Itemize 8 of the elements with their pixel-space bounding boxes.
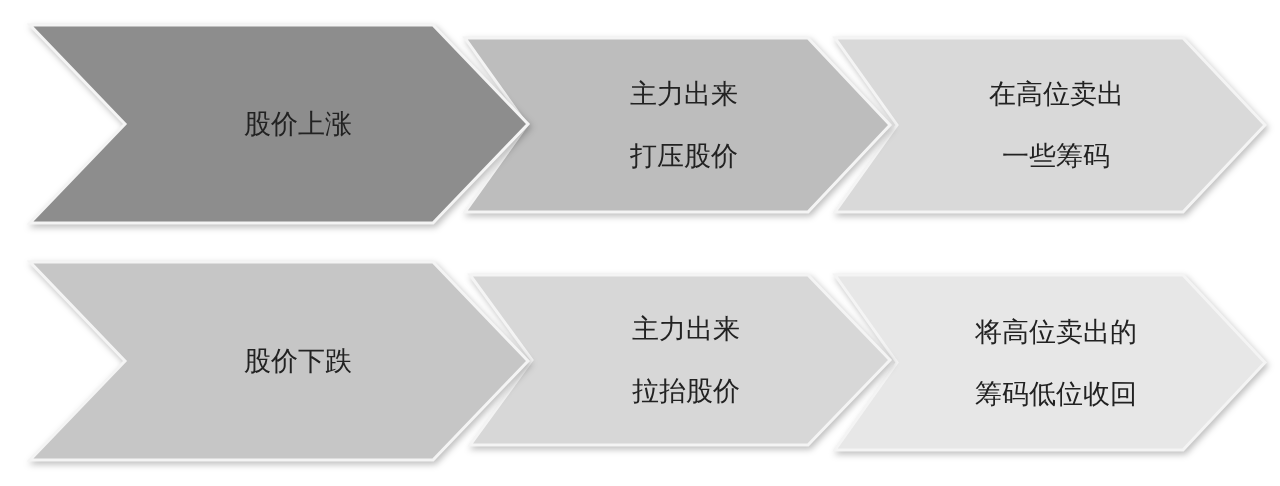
chevron-step xyxy=(470,275,890,445)
step-text: 将高位卖出的筹码低位收回 xyxy=(974,314,1139,411)
chevron-step xyxy=(835,275,1265,450)
step-text: 在高位卖出一些筹码 xyxy=(987,77,1125,173)
step-text: 主力出来打压股价 xyxy=(628,77,739,173)
chevron-step xyxy=(835,38,1265,212)
chevron-step xyxy=(465,38,890,212)
step-text: 主力出来拉抬股价 xyxy=(631,312,742,408)
